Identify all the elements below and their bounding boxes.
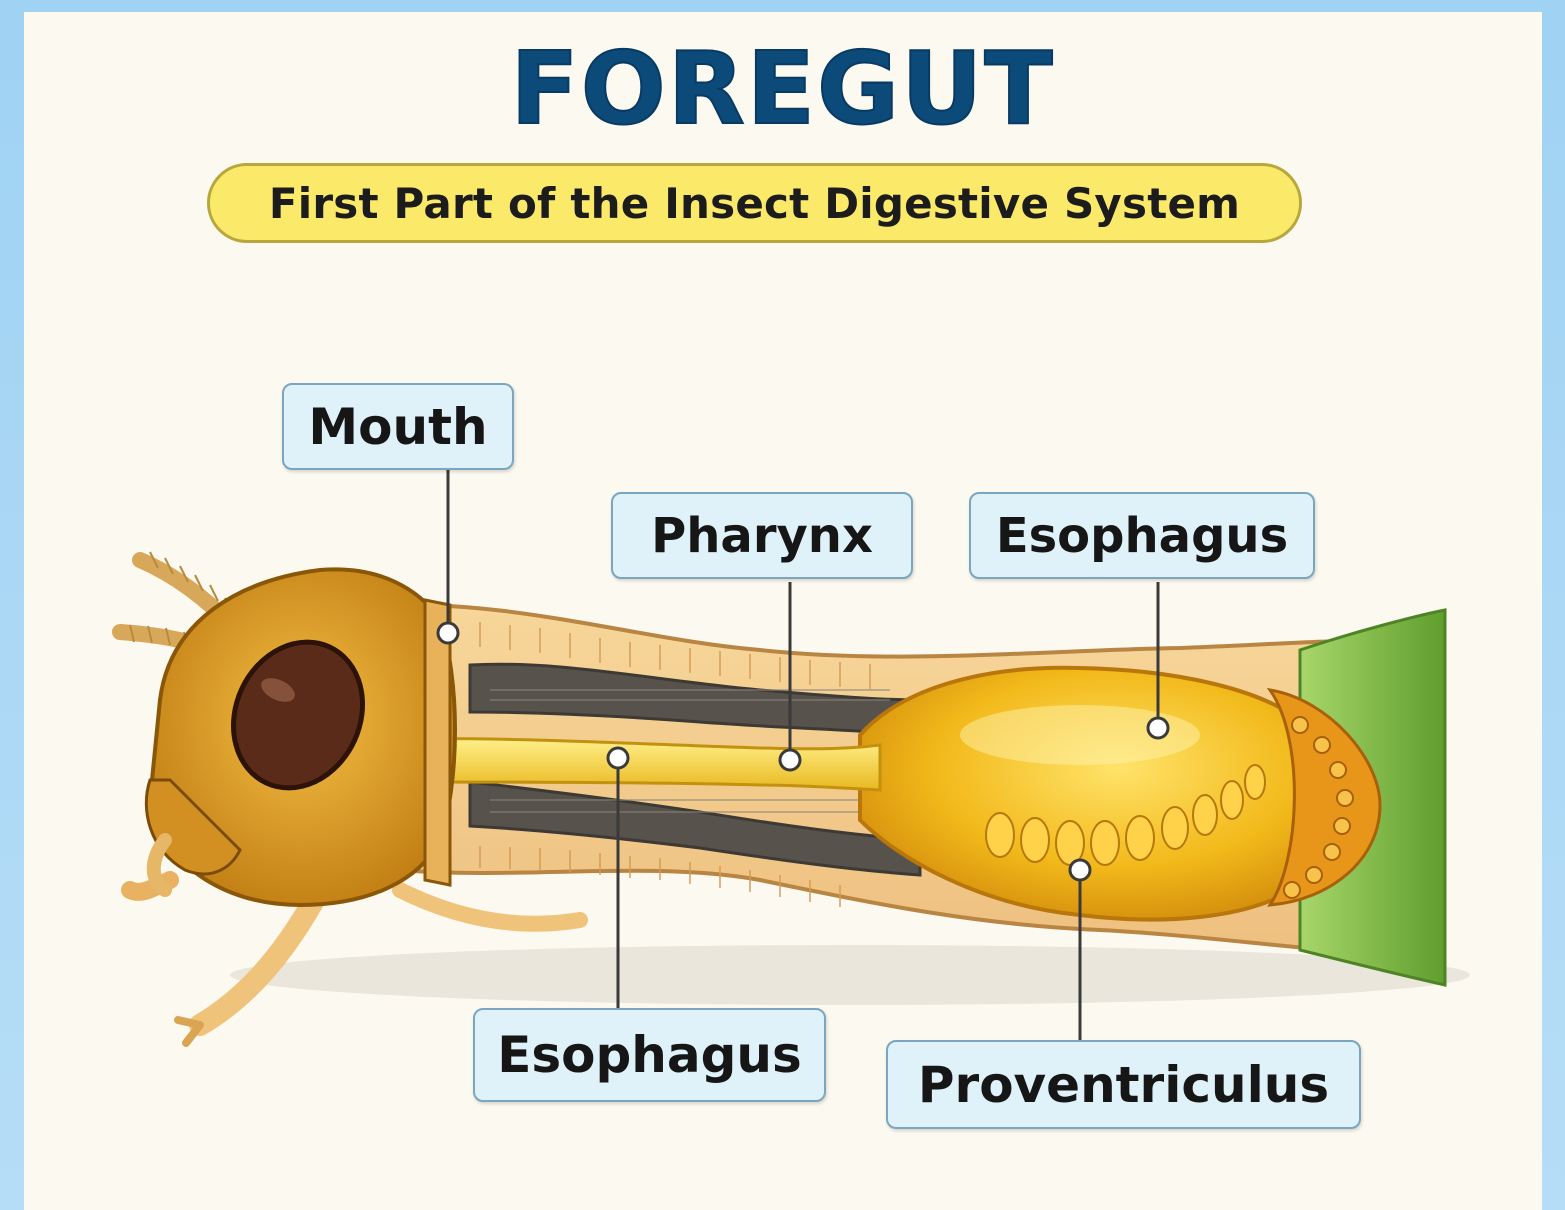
esophagus-upper-label: Esophagus [969, 492, 1315, 579]
pharynx-label: Pharynx [611, 492, 913, 579]
proventriculus-pointer [1070, 860, 1090, 880]
esophagus-upper-pointer [1148, 718, 1168, 738]
esophagus-lower-label: Esophagus [473, 1008, 826, 1102]
esophagus-lower-pointer [608, 748, 628, 768]
proventriculus-label: Proventriculus [886, 1040, 1361, 1129]
pharynx-pointer [780, 750, 800, 770]
body-shadow [230, 945, 1470, 1005]
mouth-pointer [438, 623, 458, 643]
mouth-label: Mouth [282, 383, 514, 470]
